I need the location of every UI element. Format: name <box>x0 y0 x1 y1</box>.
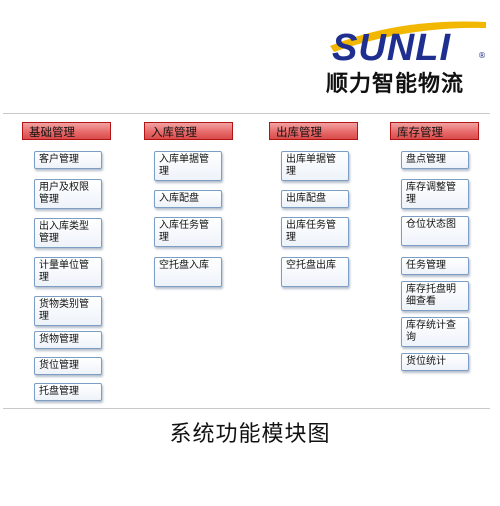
module-box: 出库任务管理 <box>281 217 349 247</box>
logo-registered-mark: ® <box>478 51 486 60</box>
module-box: 盘点管理 <box>401 151 469 169</box>
module-box: 货位管理 <box>34 357 102 375</box>
module-diagram-panel: 基础管理 客户管理 用户及权限管理 出入库类型管理 计量单位管理 货物类别管理 … <box>3 113 490 409</box>
sunli-logo: SUNLI ® 顺力智能物流 <box>318 16 488 98</box>
module-box: 客户管理 <box>34 151 102 169</box>
module-box: 空托盘出库 <box>281 257 349 287</box>
module-box: 出库配盘 <box>281 190 349 208</box>
column-header-basic: 基础管理 <box>22 122 111 140</box>
module-box: 出库单据管理 <box>281 151 349 181</box>
module-box: 库存托盘明细查看 <box>401 281 469 311</box>
module-box: 库存调整管理 <box>401 179 469 209</box>
column-header-outbound: 出库管理 <box>269 122 358 140</box>
column-header-inbound: 入库管理 <box>144 122 233 140</box>
module-box: 计量单位管理 <box>34 257 102 287</box>
module-box: 出入库类型管理 <box>34 218 102 248</box>
module-box: 仓位状态图 <box>401 216 469 246</box>
module-box: 用户及权限管理 <box>34 179 102 209</box>
module-box: 货物管理 <box>34 331 102 349</box>
module-box: 货位统计 <box>401 353 469 371</box>
sunli-logo-mark: SUNLI ® <box>330 21 486 64</box>
column-header-inventory: 库存管理 <box>390 122 479 140</box>
module-box: 库存统计查询 <box>401 317 469 347</box>
module-box: 入库任务管理 <box>154 217 222 247</box>
module-box: 空托盘入库 <box>154 257 222 287</box>
logo-subtitle: 顺力智能物流 <box>326 72 465 97</box>
diagram-caption: 系统功能模块图 <box>169 422 331 447</box>
module-box: 入库单据管理 <box>154 151 222 181</box>
module-box: 托盘管理 <box>34 383 102 401</box>
module-box: 货物类别管理 <box>34 296 102 326</box>
module-box: 入库配盘 <box>154 190 222 208</box>
logo-brand-text: SUNLI <box>332 27 451 64</box>
module-box: 任务管理 <box>401 257 469 275</box>
